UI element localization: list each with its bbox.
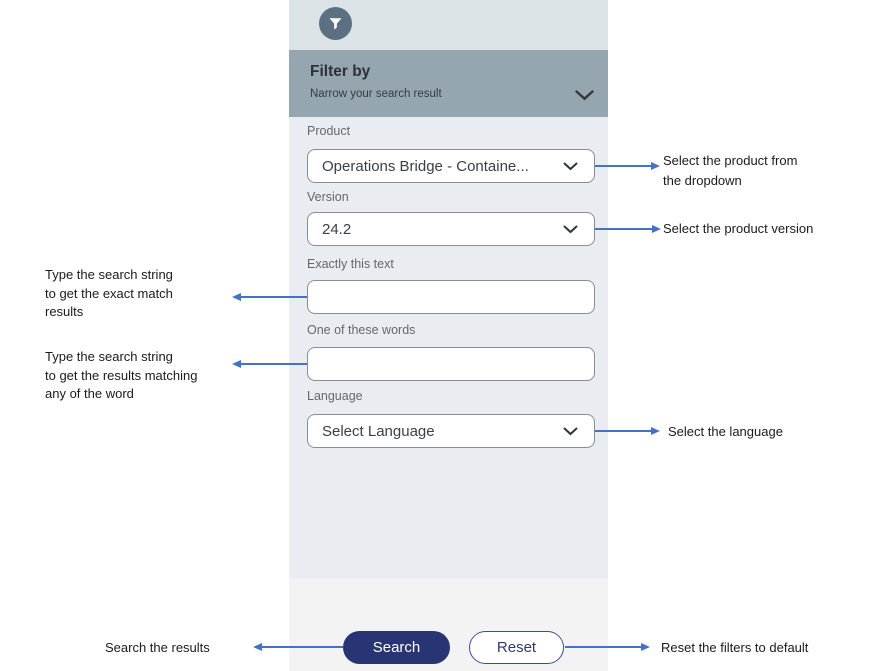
- search-button[interactable]: Search: [343, 631, 450, 664]
- version-label: Version: [307, 190, 349, 204]
- annotation-version: Select the product version: [663, 221, 814, 236]
- arrow-to-language-note: [595, 426, 660, 436]
- arrow-to-product-note: [595, 161, 660, 171]
- annotation-reset: Reset the filters to default: [661, 640, 809, 655]
- arrow-to-version-note: [595, 224, 661, 234]
- filter-footer: Search Reset: [289, 578, 608, 671]
- language-select[interactable]: Select Language: [307, 414, 595, 448]
- filter-header-subtitle: Narrow your search result: [310, 88, 442, 100]
- filter-toggle-button[interactable]: [319, 7, 352, 40]
- product-select-value: Operations Bridge - Containe...: [322, 157, 529, 175]
- chevron-down-icon[interactable]: [575, 90, 594, 101]
- product-label: Product: [307, 124, 351, 138]
- annotation-search: Search the results: [105, 640, 210, 655]
- reset-button[interactable]: Reset: [469, 631, 564, 664]
- language-label: Language: [307, 389, 363, 403]
- arrow-to-reset-note: [565, 642, 650, 652]
- any-words-input[interactable]: [307, 347, 595, 381]
- filter-header[interactable]: Filter by Narrow your search result: [289, 50, 608, 117]
- chevron-down-icon: [563, 427, 578, 435]
- chevron-down-icon: [563, 162, 578, 170]
- product-select[interactable]: Operations Bridge - Containe...: [307, 149, 595, 183]
- any-words-label: One of these words: [307, 323, 416, 337]
- panel-top-bar: [289, 0, 608, 50]
- annotation-any-words: Type the search string to get the result…: [45, 349, 198, 401]
- language-select-value: Select Language: [322, 422, 435, 440]
- chevron-down-icon: [563, 225, 578, 233]
- arrow-to-exact-text-note: [232, 292, 307, 302]
- annotation-exact-text: Type the search string to get the exact …: [45, 267, 173, 319]
- funnel-icon: [329, 18, 342, 30]
- arrow-to-any-words-note: [232, 359, 307, 369]
- exact-text-input[interactable]: [307, 280, 595, 314]
- filter-panel: Filter by Narrow your search result Prod…: [289, 0, 608, 671]
- annotation-language: Select the language: [668, 424, 783, 439]
- version-select[interactable]: 24.2: [307, 212, 595, 246]
- filter-header-title: Filter by: [310, 63, 371, 80]
- version-select-value: 24.2: [322, 220, 352, 238]
- exact-text-label: Exactly this text: [307, 257, 394, 271]
- annotation-product: Select the product from the dropdown: [663, 153, 798, 188]
- filter-form: Product Operations Bridge - Containe... …: [289, 117, 608, 578]
- arrow-to-search-note: [253, 642, 343, 652]
